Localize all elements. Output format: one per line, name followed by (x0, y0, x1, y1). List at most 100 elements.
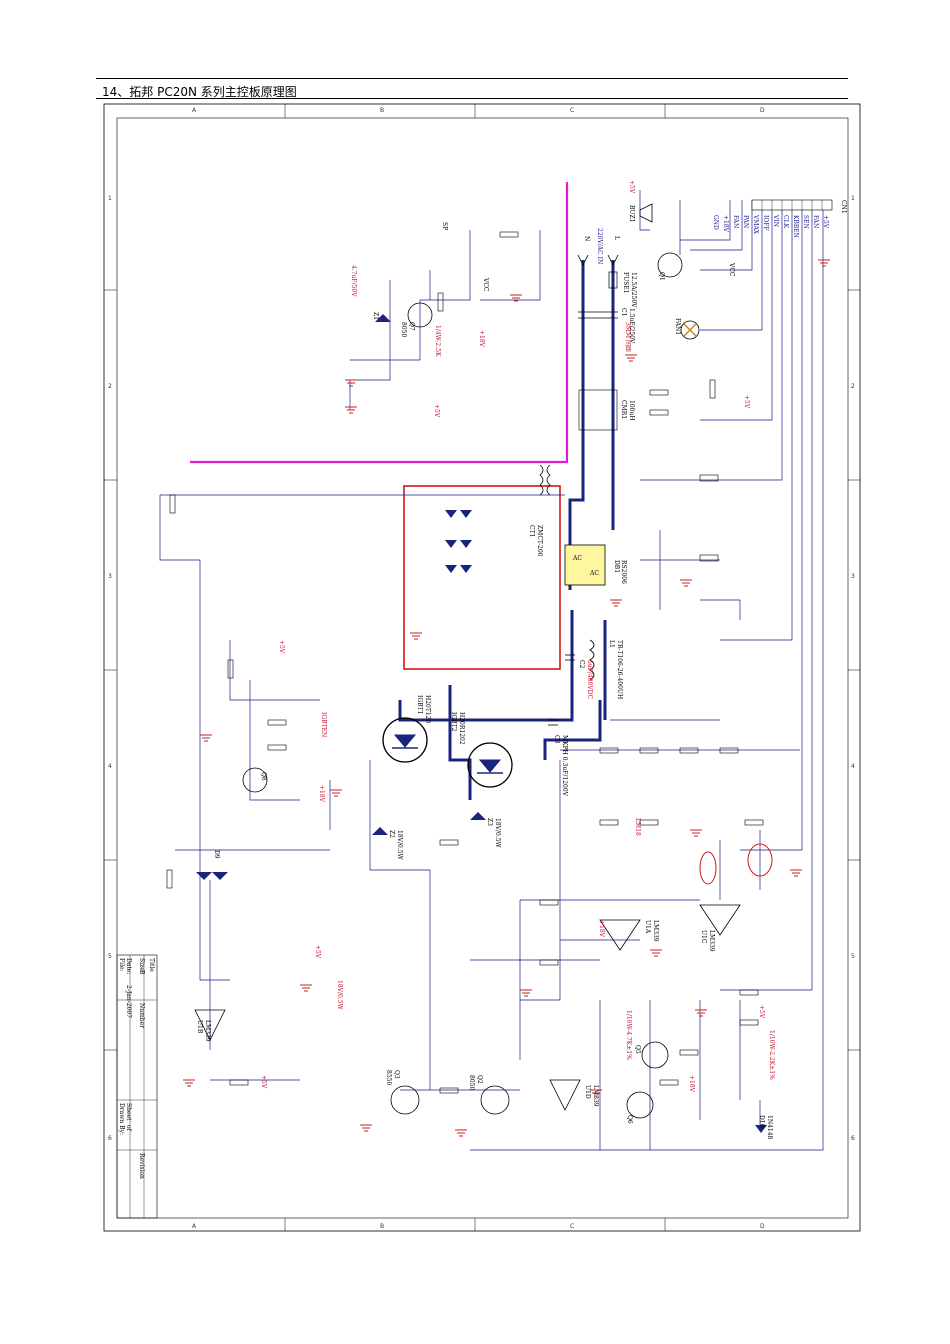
sp-label: SP (441, 222, 448, 230)
c3-value: MKPH 0.3uF/1200V (561, 735, 568, 797)
supply-5v-4: +5V (433, 404, 440, 418)
pin-name-3: KBBEN (792, 215, 799, 238)
l1-label: L1 (608, 640, 615, 648)
supply-18v-3: +18V (688, 1075, 695, 1093)
zone-letter-b: B (380, 107, 384, 114)
db1-label: DB1 (613, 560, 620, 573)
mains-n-label: N (583, 236, 590, 241)
size-label: Size (138, 958, 145, 971)
pin-name-9: FAN (732, 215, 739, 228)
supply-18v-4: +18V (598, 920, 605, 938)
size-value: B (138, 970, 145, 975)
current-transformer-ct1: CT1 ZMCT-200 (528, 464, 551, 557)
number-label: Number (138, 1003, 145, 1028)
zone-letter-d: D (760, 107, 765, 114)
comparator-u1a: U1A LM339 (599, 919, 659, 951)
q1-label: Q1 (658, 272, 665, 281)
comparator-u1c: U1C LM339 (699, 904, 741, 952)
supply-5v-1: +5V (278, 640, 285, 654)
buzzer-symbol: BUZ1 (628, 203, 653, 223)
zone-number-5: 5 (108, 953, 112, 960)
fan-label: FAN1 (674, 318, 681, 335)
zener-z1: Z1 (372, 312, 391, 322)
fuse-value: 12.5A/250V (630, 272, 637, 308)
igbt-enable-label: IGBTEN (320, 712, 327, 737)
title-label: Title (148, 958, 155, 972)
pin-name-1: FAN (812, 215, 819, 228)
bridge-rectifier-db1: AC AC DB1 RS2006 (564, 544, 627, 586)
u1b-value: LM339 (204, 1020, 211, 1042)
q5-label: Q5 (634, 1045, 641, 1054)
q6-label: Q6 (626, 1115, 633, 1124)
red-note-3: 18V/0.5W (336, 980, 343, 1011)
diode-d9: D9 (196, 850, 228, 880)
mains-voltage-label: 220V/AC IN (596, 228, 603, 264)
diode-d10: D10 1N4148 (755, 1115, 773, 1140)
zone-letter-a-bottom: A (192, 1223, 197, 1230)
q2-value: 8050 (468, 1075, 475, 1090)
transistor-q2: Q2 8050 (468, 1075, 510, 1115)
supply-5v-2: +5V (260, 1075, 267, 1089)
zone-number-2: 2 (108, 383, 112, 390)
transistor-q8: Q8 (242, 767, 268, 793)
db1-ac-left: AC (572, 555, 582, 562)
zener-z3: Z3 18V/0.5W (470, 812, 501, 849)
ct1-value: ZMCT-200 (536, 525, 543, 557)
cx1-value: 1.5uF/250V (628, 308, 635, 344)
pin-name-7: VMAX (752, 214, 759, 235)
mains-input: N L 220V/AC IN FUSE1 12.5A/250V C1 1.5uF… (577, 228, 637, 431)
q2-label: Q2 (476, 1075, 483, 1084)
comparator-u1d: U1D LM339 (549, 1079, 599, 1111)
highlight-ellipse-1 (699, 851, 717, 885)
red-note-1: 1/4W-2.5K (434, 325, 441, 357)
q8-label: Q8 (260, 772, 267, 781)
zone-letter-d-bottom: D (760, 1223, 765, 1230)
c3-label: C3 (553, 735, 560, 744)
title-block: Title Size B Number Revision Date: 2-Jan… (116, 954, 158, 1219)
zone-number-4-right: 4 (851, 763, 855, 770)
q7-value: 8050 (400, 322, 407, 337)
db1-value: RS2006 (620, 560, 627, 584)
pin-name-10: +18V (722, 215, 729, 233)
q7-label: Q7 (408, 322, 415, 331)
zone-number-4: 4 (108, 763, 112, 770)
zone-number-1: 1 (108, 195, 112, 202)
spacing-note: 3MM 间距 (624, 322, 632, 352)
u1a-value: LM339 (652, 920, 659, 942)
d9-label: D9 (213, 850, 220, 859)
supply-5v-5: +5V (743, 395, 750, 409)
revision-label: Revision (138, 1153, 145, 1179)
transistor-q3: Q3 8550 (385, 1070, 420, 1115)
diode-array (445, 510, 472, 573)
comparator-u1b: U1B LM339 (194, 1009, 226, 1042)
d10-value: 1N4148 (766, 1115, 773, 1140)
pin-name-4: CLK (782, 215, 789, 229)
supply-18v-2: +18V (478, 330, 485, 348)
db1-ac-right: AC (589, 570, 599, 577)
signal-wiring (159, 190, 824, 1151)
inner-frame (116, 117, 849, 1219)
choke-l1: L1 TR-T106-26-400UH C2 5uF/400VDC (565, 639, 623, 699)
supply-18v-1: +18V (318, 785, 325, 803)
resonant-capacitor-c3: C3 MKPH 0.3uF/1200V (548, 719, 568, 797)
header-rule-bottom (96, 98, 848, 99)
zone-letter-c-bottom: C (570, 1223, 574, 1230)
fuse-label: FUSE1 (622, 272, 629, 294)
z3-label: Z3 (486, 818, 493, 826)
ct1-label: CT1 (528, 525, 535, 537)
cmr-label: CMR1 (620, 400, 627, 419)
cn1-label: CN1 (840, 200, 847, 214)
highlight-ellipse-2 (747, 843, 773, 877)
q3-value: 8550 (385, 1070, 392, 1085)
transistor-q1: Q1 (657, 252, 683, 281)
supply-5v-7: +5V (628, 180, 635, 194)
highlight-box (403, 485, 561, 670)
fan-symbol: FAN1 (674, 318, 700, 340)
c2-value: 5uF/400VDC (586, 660, 593, 699)
z3-value: 18V/0.5W (494, 818, 501, 849)
pin-name-11: GND (712, 215, 719, 230)
zone-number-3-right: 3 (851, 573, 855, 580)
zone-number-1-right: 1 (851, 195, 855, 202)
vcc-label-2: VCC (482, 277, 489, 292)
outer-frame (103, 103, 861, 1232)
